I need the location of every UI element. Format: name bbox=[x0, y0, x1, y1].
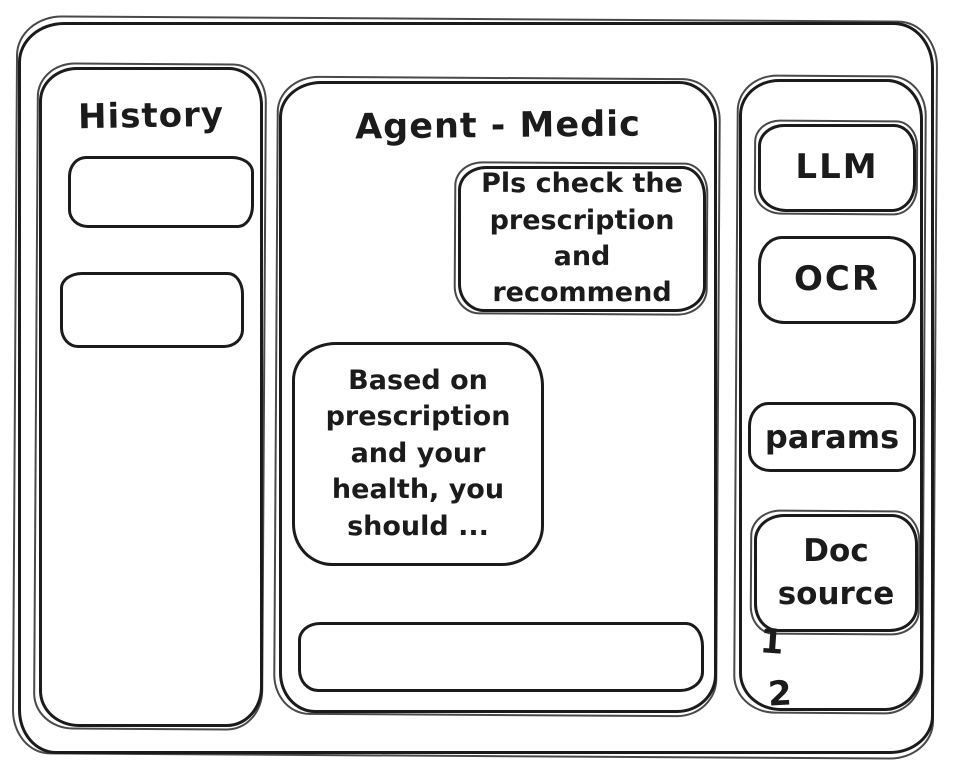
user-message-bubble: Pls check the prescription and recommend bbox=[458, 166, 706, 312]
ocr-button[interactable]: OCR bbox=[758, 236, 916, 324]
doc-source-button[interactable]: Doc source bbox=[754, 514, 918, 632]
history-panel: History bbox=[39, 67, 263, 727]
history-panel-title: History bbox=[77, 94, 225, 138]
chat-panel: Agent - Medic Pls check the prescription… bbox=[279, 81, 717, 713]
doc-source-item-1[interactable]: 1 bbox=[758, 621, 786, 663]
agent-message-text: Based on prescription and your health, y… bbox=[325, 364, 511, 542]
params-button[interactable]: params bbox=[748, 402, 916, 472]
chat-panel-title: Agent - Medic bbox=[354, 104, 642, 148]
history-item-2[interactable] bbox=[60, 272, 244, 348]
agent-message-bubble: Based on prescription and your health, y… bbox=[292, 342, 544, 566]
user-message-text: Pls check the prescription and recommend bbox=[481, 168, 683, 309]
history-item-1[interactable] bbox=[68, 156, 254, 228]
doc-source-item-2[interactable]: 2 bbox=[766, 673, 793, 715]
llm-button[interactable]: LLM bbox=[758, 124, 916, 212]
tools-panel: LLM OCR params Doc source 1 2 bbox=[739, 79, 923, 715]
message-input[interactable] bbox=[298, 622, 704, 692]
app-window: History Agent - Medic Pls check the pres… bbox=[18, 22, 934, 754]
